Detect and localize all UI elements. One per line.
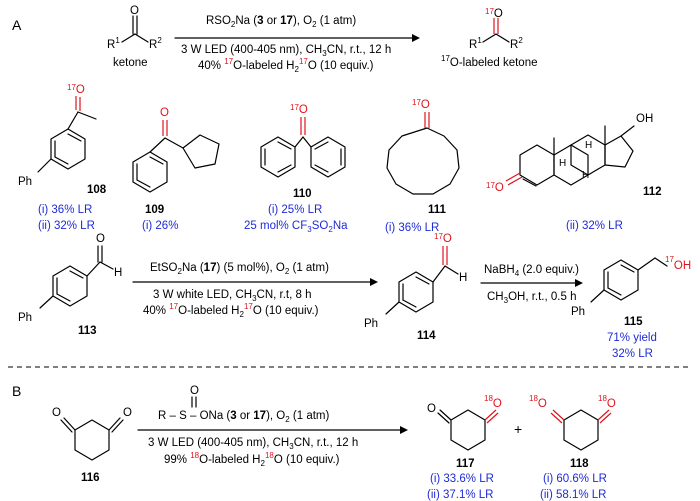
svg-text:25 mol% CF3SO2Na: 25 mol% CF3SO2Na: [244, 220, 348, 234]
svg-text:(ii) 37.1% LR: (ii) 37.1% LR: [427, 489, 493, 501]
compound-114: 17O H Ph 114: [364, 232, 467, 342]
condition-line-a3: 40% 17O-labeled H217O (10 equiv.): [198, 57, 374, 74]
compound-110-label: 110: [293, 188, 312, 200]
svg-text:(ii) 32% LR: (ii) 32% LR: [38, 220, 95, 232]
svg-text:Ph: Ph: [18, 312, 32, 324]
sulfinate-reagent: R – S – ONa (3 or 17), O2 (1 atm): [158, 410, 329, 424]
arrowhead-a: [412, 34, 420, 42]
svg-text:17O: 17O: [290, 103, 308, 116]
arrowhead-b: [400, 426, 408, 434]
svg-text:Ph: Ph: [571, 306, 585, 318]
condition-row2-line2: 3 W white LED, CH3CN, r.t, 8 h: [153, 289, 311, 303]
compound-111-label: 111: [428, 204, 447, 216]
compound-113: O H Ph 113: [18, 233, 122, 337]
compound-111: 17O 111 (i) 36% LR: [385, 98, 460, 234]
condition-row2-line1: EtSO2Na (17) (5 mol%), O2 (1 atm): [150, 262, 329, 276]
svg-text:17O: 17O: [486, 181, 504, 194]
svg-text:H: H: [585, 140, 592, 151]
svg-text:O: O: [96, 233, 105, 245]
svg-text:O: O: [52, 407, 61, 419]
compound-115: 17OH Ph 115 71% yield 32% LR: [571, 255, 691, 360]
compound-118-label: 118: [570, 458, 589, 470]
compound-113-label: 113: [78, 325, 97, 337]
ketone-label: ketone: [113, 57, 148, 69]
svg-text:(i) 36% LR: (i) 36% LR: [385, 222, 439, 234]
compound-108-label: 108: [87, 184, 107, 196]
condition-row2-line3: 40% 17O-labeled H217O (10 equiv.): [143, 302, 319, 319]
compound-115-label: 115: [624, 316, 643, 328]
labeled-ketone-product: 17O R1 R2 17O-labeled ketone: [441, 7, 538, 69]
svg-text:H: H: [559, 158, 566, 169]
svg-text:18O: 18O: [598, 394, 616, 410]
svg-text:R2: R2: [149, 36, 162, 51]
arrowhead-reduction: [575, 279, 583, 287]
svg-text:OH: OH: [636, 113, 653, 125]
arrowhead-113: [370, 278, 378, 286]
svg-text:(i) 60.6% LR: (i) 60.6% LR: [543, 473, 607, 485]
compound-112: OH H H H 17O 112 (ii) 32% LR: [486, 113, 662, 232]
labeled-ketone-label: 17O-labeled ketone: [441, 54, 538, 69]
svg-text:Ph: Ph: [364, 318, 378, 330]
compound-110: 17O 110 (i) 25% LR 25 mol% CF3SO2Na: [244, 103, 348, 234]
svg-text:Ph: Ph: [18, 176, 32, 188]
svg-text:17O: 17O: [412, 98, 430, 111]
compound-114-label: 114: [417, 330, 436, 342]
compound-109-label: 109: [145, 204, 164, 216]
svg-text:(i) 33.6% LR: (i) 33.6% LR: [430, 473, 494, 485]
compound-117: O 18O 117 (i) 33.6% LR (ii) 37.1% LR: [427, 394, 502, 501]
compound-112-label: 112: [643, 186, 662, 198]
svg-text:17O: 17O: [485, 7, 503, 20]
svg-text:H: H: [459, 272, 467, 284]
reagent-line-a1: RSO2Na (3 or 17), O2 (1 atm): [206, 15, 356, 29]
compound-117-label: 117: [456, 458, 475, 470]
ketone-reactant: O R1 R2 ketone: [107, 5, 162, 69]
svg-text:71% yield: 71% yield: [607, 332, 657, 344]
compound-116: O O 116: [52, 407, 132, 484]
svg-text:H: H: [114, 267, 122, 279]
svg-text:R1: R1: [469, 36, 482, 51]
svg-text:17O: 17O: [434, 232, 452, 245]
svg-text:O: O: [160, 107, 169, 119]
compound-116-label: 116: [81, 472, 100, 484]
condition-b-line2: 3 W LED (400-405 nm), CH3CN, r.t., 12 h: [148, 437, 358, 451]
svg-text:O: O: [123, 407, 132, 419]
svg-text:32% LR: 32% LR: [612, 348, 653, 360]
svg-text:O: O: [427, 403, 436, 415]
svg-text:(ii) 32% LR: (ii) 32% LR: [566, 220, 623, 232]
svg-text:(ii) 58.1% LR: (ii) 58.1% LR: [540, 489, 606, 501]
ketone-oxygen: O: [130, 5, 139, 17]
panel-b-label: B: [12, 383, 21, 399]
svg-text:R2: R2: [510, 36, 523, 51]
svg-text:17OH: 17OH: [665, 255, 691, 272]
plus-sign: +: [514, 421, 522, 437]
condition-b-line3: 99% 18O-labeled H218O (10 equiv.): [164, 451, 340, 468]
condition-line-a2: 3 W LED (400-405 nm), CH3CN, r.t., 12 h: [181, 44, 391, 58]
svg-text:(i) 36% LR: (i) 36% LR: [38, 204, 92, 216]
svg-text:18O: 18O: [529, 394, 547, 410]
reduction-line1: NaBH4 (2.0 equiv.): [484, 264, 579, 278]
svg-text:O: O: [190, 385, 199, 397]
svg-text:R1: R1: [107, 36, 120, 51]
panel-a-label: A: [12, 17, 22, 33]
compound-109: O 109 (i) 26%: [132, 107, 220, 232]
svg-text:18O: 18O: [484, 394, 502, 410]
svg-text:17O: 17O: [67, 83, 85, 96]
compound-108: 17O Ph 108 (i) 36% LR (ii) 32% LR: [18, 83, 107, 232]
compound-118: 18O 18O 118 (i) 60.6% LR (ii) 58.1% LR: [529, 394, 616, 501]
svg-text:(i) 25% LR: (i) 25% LR: [268, 204, 322, 216]
svg-text:(i) 26%: (i) 26%: [142, 220, 178, 232]
svg-text:H: H: [582, 170, 589, 181]
reduction-line2: CH3OH, r.t., 0.5 h: [487, 291, 576, 305]
